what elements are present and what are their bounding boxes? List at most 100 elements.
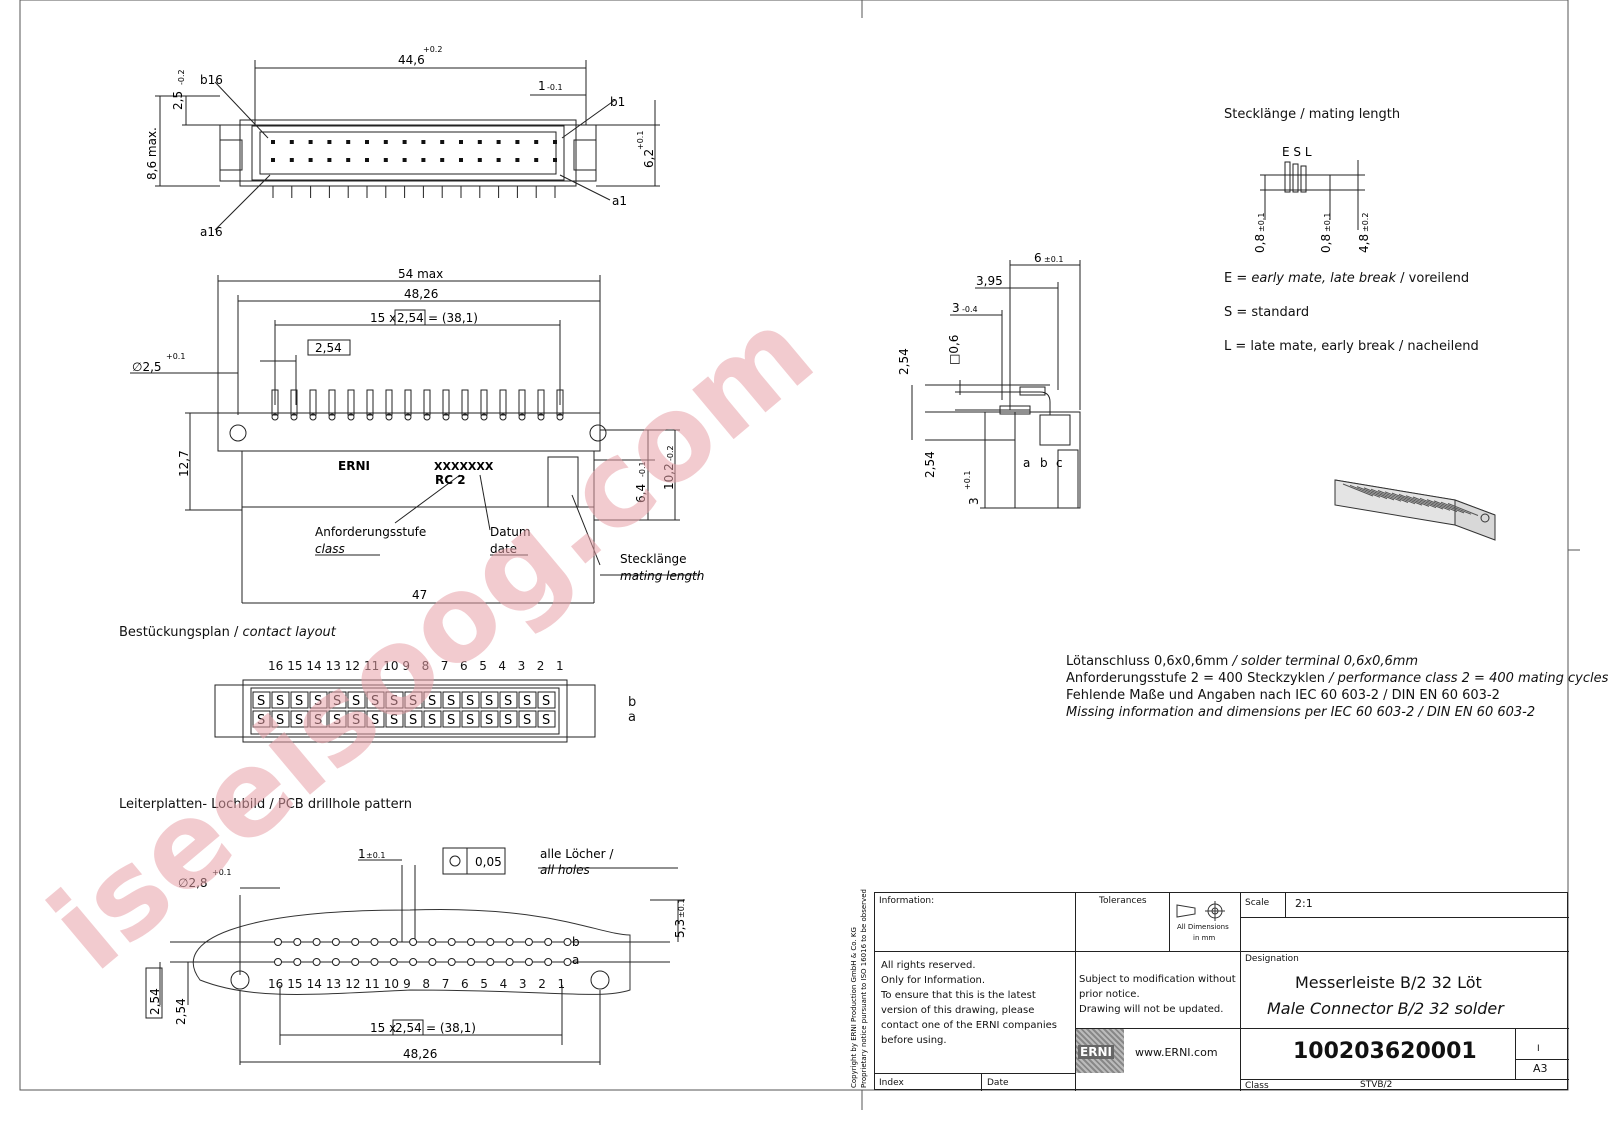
- front-single-pitch: 2,54: [315, 341, 342, 355]
- mating-legend-l: L = late mate, early break / nacheilend: [1224, 339, 1479, 354]
- front-pin-tip: [404, 413, 412, 421]
- contact-cell-label: S: [523, 713, 531, 728]
- side-dim-3-bottom: 3: [967, 497, 981, 505]
- contact-cell: [271, 710, 290, 728]
- contact-cell: [518, 710, 537, 728]
- top-pin-b: [553, 140, 557, 144]
- tb-copyright: Copyright by ERNI Production GmbH & Co. …: [850, 889, 868, 1088]
- erni-logo-text: ERNI: [1078, 1045, 1114, 1059]
- top-height-top-tol: -0.2: [177, 69, 186, 85]
- top-pin-a: [402, 158, 407, 162]
- contact-cell: [537, 710, 556, 728]
- front-hole-distance: 48,26: [404, 287, 438, 301]
- pcb-pitch-total: = (38,1): [426, 1021, 476, 1035]
- top-pin-a: [365, 158, 369, 162]
- date-label-en: date: [490, 542, 517, 556]
- side-row-a: a: [1023, 456, 1030, 470]
- front-pin-tip: [328, 413, 336, 421]
- front-pin-tip: [290, 413, 298, 421]
- top-height-top: 2,5: [171, 91, 185, 110]
- pcb-number: 2: [538, 977, 546, 991]
- mating-label: Stecklänge: [620, 552, 687, 566]
- front-pitch-total: = (38,1): [428, 311, 478, 325]
- top-pin-a: [440, 158, 445, 162]
- front-hole-diameter: ∅2,5: [132, 360, 162, 374]
- pcb-hole-a: [293, 958, 302, 966]
- tb-subject-2: prior notice.: [1079, 989, 1140, 1000]
- pcb-number: 4: [499, 977, 508, 991]
- mating-dim-08-a-tol: ±0.1: [1257, 213, 1266, 232]
- pcb-hole-b: [409, 938, 418, 946]
- pcb-hole-b: [293, 938, 302, 946]
- pcb-number: 5: [480, 977, 488, 991]
- date-label: Datum: [490, 525, 531, 539]
- front-view-pins: [271, 389, 564, 421]
- pcb-number: 6: [461, 977, 469, 991]
- pcb-hole-a: [486, 958, 495, 966]
- iso-pin: [1363, 487, 1395, 501]
- mating-legend-e: E = early mate, late break / voreilend: [1224, 272, 1469, 285]
- pcb-number: 14: [306, 977, 322, 991]
- contact-cell: [442, 710, 461, 728]
- tb-only-info: Only for Information.: [881, 975, 986, 986]
- front-pin-tip: [518, 413, 526, 421]
- mating-dim-08-b: 0,8: [1319, 234, 1333, 253]
- iso-pin: [1391, 492, 1423, 506]
- front-dim-64-tol: -0.1: [638, 461, 647, 477]
- contact-cell-label: S: [466, 713, 474, 728]
- tb-format: A3: [1533, 1062, 1548, 1075]
- pcb-row-a-label: a: [572, 953, 579, 967]
- contact-cell: [518, 691, 537, 709]
- iso-pin: [1384, 491, 1416, 505]
- contact-number: 14: [306, 659, 322, 673]
- side-dim-254-bottom: 2,54: [923, 451, 937, 478]
- top-pin-b: [402, 140, 407, 144]
- top-pin-a: [553, 158, 557, 162]
- contact-cell-label: S: [257, 694, 265, 709]
- pcb-hole-b: [486, 938, 495, 946]
- mating-dim-48-tol: ±0.2: [1361, 213, 1370, 232]
- contact-cell-label: S: [447, 713, 455, 728]
- top-pin-a: [534, 158, 539, 162]
- pcb-pitch-boxed: 2,54: [148, 988, 162, 1015]
- top-pin-b: [459, 140, 463, 144]
- pcb-hole-a: [563, 958, 572, 966]
- front-pin: [442, 389, 450, 416]
- iso-pin: [1370, 488, 1402, 502]
- contact-cell: [290, 691, 309, 709]
- side-dim-3-bottom-tol: +0.1: [963, 471, 972, 490]
- pcb-hole-spacing-tol: ±0.1: [366, 851, 385, 860]
- contact-number: 13: [325, 659, 341, 673]
- front-pin-tip: [556, 413, 564, 421]
- pcb-hole-a: [331, 958, 340, 966]
- pin-a16-label: a16: [200, 225, 223, 239]
- front-pin-tip: [423, 413, 431, 421]
- pcb-hole-b: [389, 938, 398, 946]
- top-body-height-tol: +0.1: [636, 131, 645, 150]
- top-pin-a: [271, 158, 275, 162]
- front-pin-tip: [347, 413, 355, 421]
- front-pin: [537, 389, 545, 416]
- contact-cell-label: S: [390, 694, 398, 709]
- top-pin-a: [477, 158, 482, 162]
- front-dim-64: 6,4: [634, 484, 648, 503]
- top-pin-b: [383, 140, 388, 144]
- contact-cell: [328, 691, 347, 709]
- pin-b16-label: b16: [200, 73, 223, 87]
- front-dim-102-tol: -0.2: [666, 445, 675, 461]
- side-dim-3-tol: -0.4: [962, 305, 978, 314]
- contact-cell-label: S: [257, 713, 265, 728]
- iso-pin: [1419, 497, 1451, 511]
- contact-cell: [252, 691, 271, 709]
- mating-dim-08-b-tol: ±0.1: [1323, 213, 1332, 232]
- contact-number: 1: [556, 659, 564, 673]
- top-pin-a: [421, 158, 426, 162]
- pcb-hole-spacing: 1: [358, 847, 366, 861]
- contact-cell: [309, 710, 328, 728]
- pcb-number: 12: [345, 977, 361, 991]
- front-pin: [480, 389, 488, 416]
